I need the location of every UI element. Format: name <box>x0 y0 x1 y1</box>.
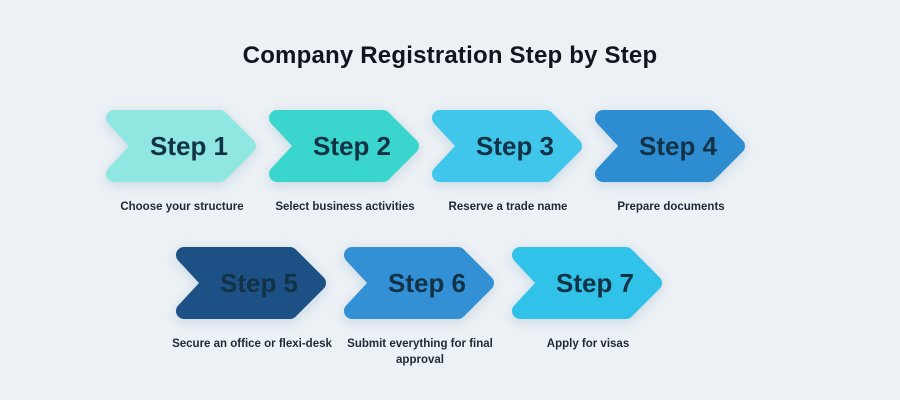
page-title: Company Registration Step by Step <box>242 42 658 69</box>
step-6: Step 6 Submit everything for final appro… <box>344 247 496 368</box>
arrow-chevron-shape <box>269 110 419 182</box>
arrow-chevron-shape <box>176 247 326 320</box>
step-1: Step 1 Choose your structure <box>106 110 258 215</box>
step-4-shape-wrap: Step 4 <box>595 110 747 182</box>
step-6-caption: Submit everything for final approval <box>347 338 493 367</box>
step-7-shape-wrap: Step 7 <box>512 247 664 320</box>
step-4-caption: Prepare documents <box>617 201 725 213</box>
arrow-chevron-shape <box>432 110 582 182</box>
step-2-shape-wrap: Step 2 <box>269 110 421 182</box>
step-5-caption: Secure an office or flexi-desk <box>172 338 332 351</box>
arrow-chevron-shape <box>512 247 662 320</box>
step-4: Step 4 Prepare documents <box>595 110 747 215</box>
step-3-shape-wrap: Step 3 <box>432 110 584 182</box>
step-5-shape-wrap: Step 5 <box>176 247 328 320</box>
step-6-shape-wrap: Step 6 <box>344 247 496 320</box>
step-5: Step 5 Secure an office or flexi-desk <box>172 247 332 352</box>
arrow-chevron-shape <box>344 247 494 320</box>
arrow-chevron-shape <box>595 110 745 182</box>
step-3: Step 3 Reserve a trade name <box>432 110 584 215</box>
arrow-chevron-shape <box>106 110 256 182</box>
step-1-shape-wrap: Step 1 <box>106 110 258 182</box>
step-7: Step 7 Apply for visas <box>512 247 664 352</box>
steps-row-1: Step 1 Choose your structure Step 2 Sele… <box>106 110 900 215</box>
steps-row-2: Step 5 Secure an office or flexi-desk St… <box>172 247 900 368</box>
step-2-caption: Select business activities <box>275 201 415 213</box>
step-3-caption: Reserve a trade name <box>448 201 568 213</box>
step-7-caption: Apply for visas <box>546 338 630 351</box>
step-2: Step 2 Select business activities <box>269 110 421 215</box>
step-1-caption: Choose your structure <box>120 201 244 213</box>
